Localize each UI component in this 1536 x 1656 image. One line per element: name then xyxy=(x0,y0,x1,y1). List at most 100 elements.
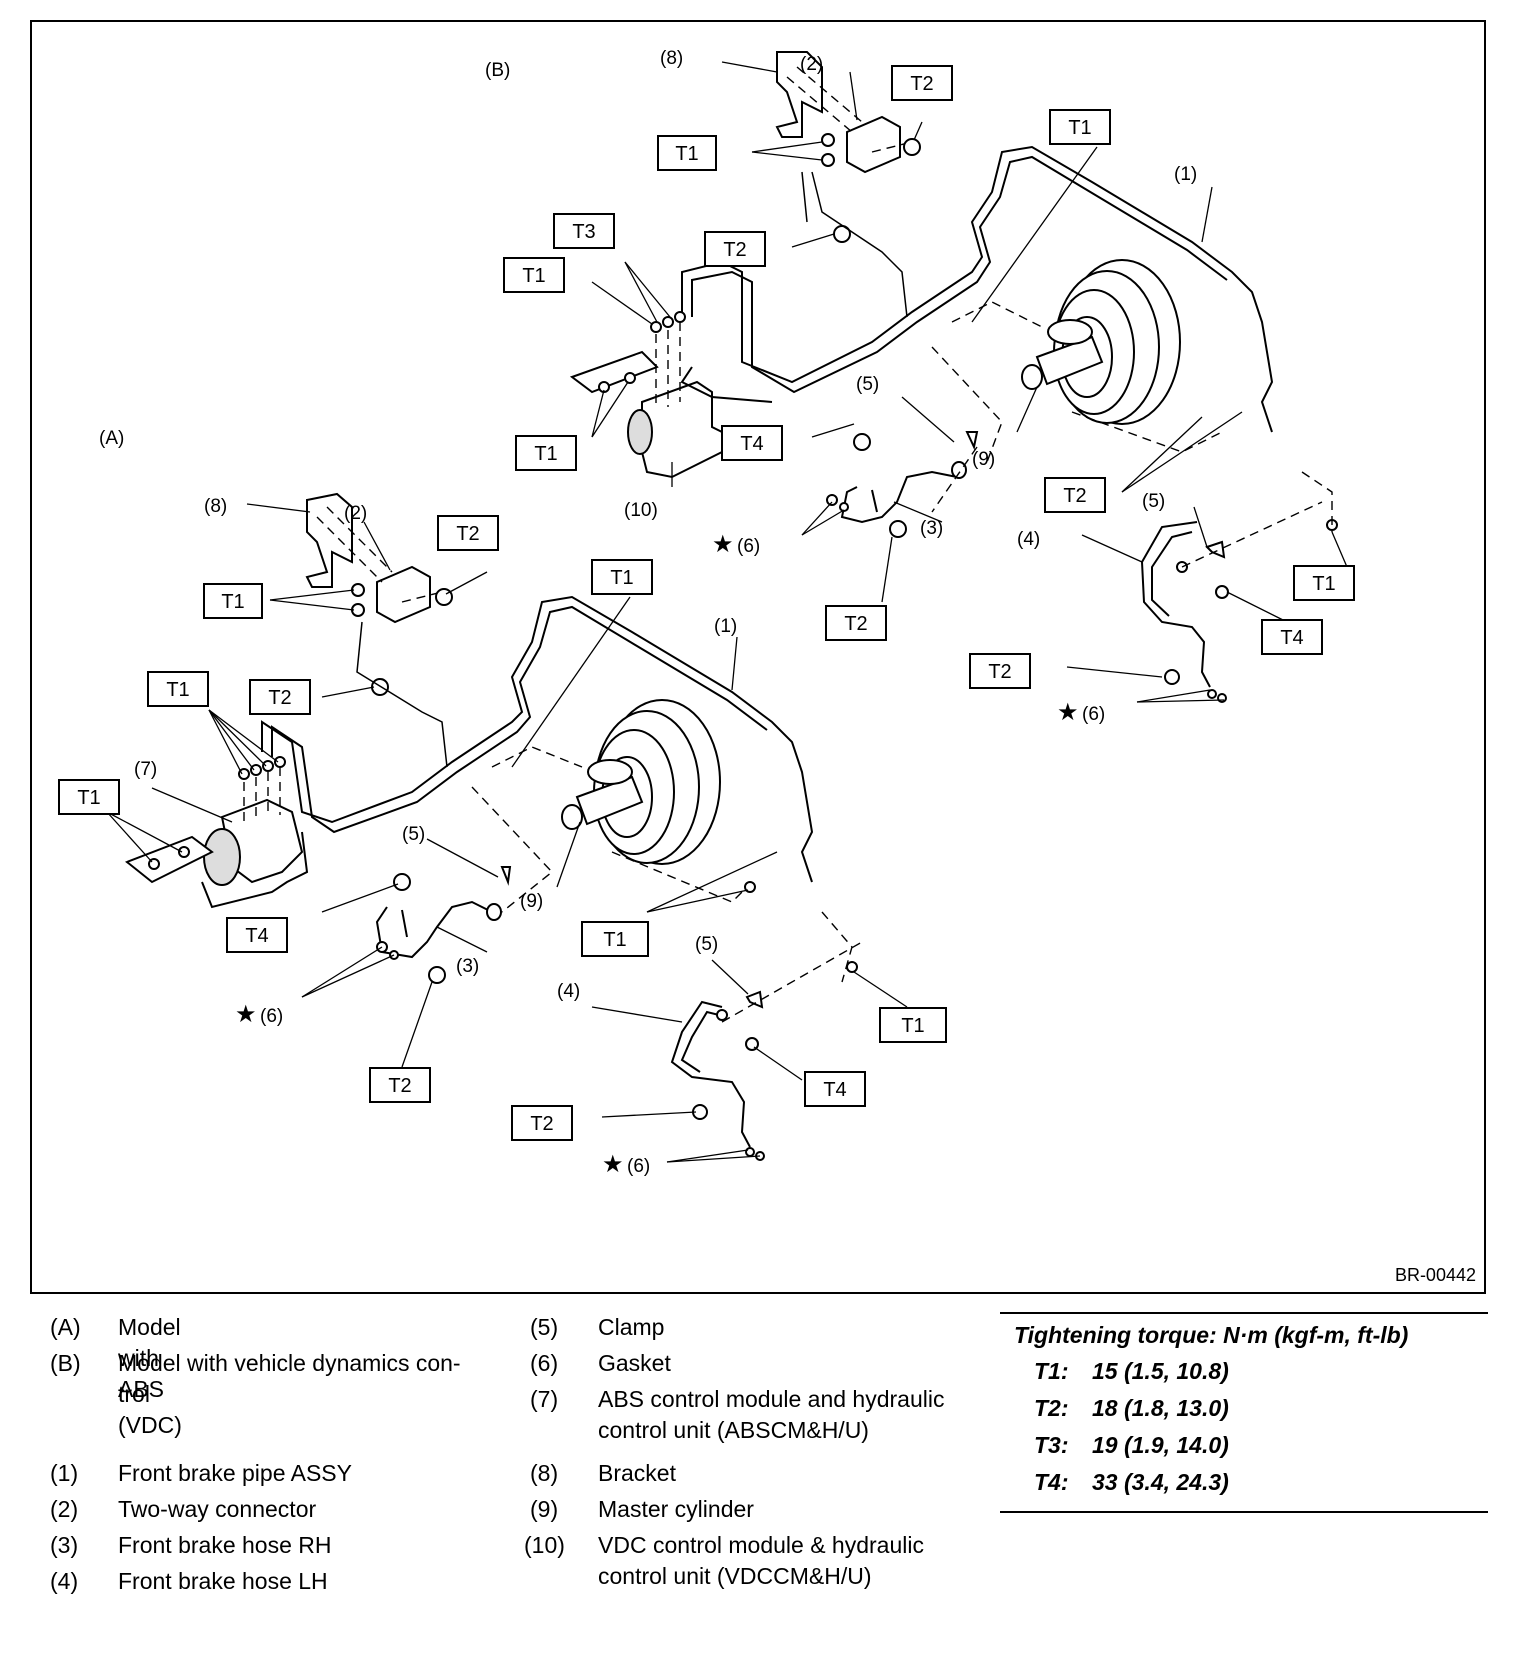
star-icon: ★ xyxy=(235,1001,257,1028)
torque-tag-t1: T1 xyxy=(581,921,649,957)
star-icon: ★ xyxy=(712,531,734,558)
svg-text:T2: T2 xyxy=(988,661,1011,683)
parts-legend: (A)Model with ABS (B)Model with vehicle … xyxy=(50,1314,945,1594)
bracket-a xyxy=(305,492,353,588)
torque-tag-t2: T2 xyxy=(825,605,887,641)
svg-text:T3: T3 xyxy=(572,221,595,243)
torque-tag-t4: T4 xyxy=(721,425,783,461)
master-cylinder-a xyxy=(561,759,644,830)
torque-tag-t4: T4 xyxy=(1261,619,1323,655)
svg-text:T1: T1 xyxy=(522,265,545,287)
svg-text:T2: T2 xyxy=(910,73,933,95)
label-6-a-bottom: (6) xyxy=(627,1156,650,1177)
torque-table: Tightening torque: N·m (kgf-m, ft-lb) T1… xyxy=(1000,1312,1488,1513)
svg-text:T4: T4 xyxy=(1280,627,1303,649)
bracket-b xyxy=(775,51,823,138)
label-8-b: (8) xyxy=(660,48,683,69)
label-3-a: (3) xyxy=(456,956,479,977)
front-brake-hose-rh-b xyxy=(840,470,958,524)
torque-row-t4: T4:33 (3.4, 24.3) xyxy=(1034,1469,1229,1495)
torque-tag-t1: T1 xyxy=(203,583,263,619)
torque-tag-t1: T1 xyxy=(591,559,653,595)
abs-model-group xyxy=(125,492,863,1161)
label-b: (B) xyxy=(485,60,510,81)
svg-text:T1: T1 xyxy=(901,1015,924,1037)
abs-control-unit xyxy=(125,756,304,886)
front-brake-pipe-b xyxy=(681,145,1274,433)
label-2-b: (2) xyxy=(800,54,823,75)
front-brake-pipe-a xyxy=(261,595,814,883)
torque-row-t2: T2:18 (1.8, 13.0) xyxy=(1034,1395,1229,1421)
svg-text:T2: T2 xyxy=(844,613,867,635)
svg-text:T1: T1 xyxy=(534,443,557,465)
svg-text:T4: T4 xyxy=(823,1079,846,1101)
torque-tag-t2: T2 xyxy=(969,653,1031,689)
torque-tag-t1: T1 xyxy=(1293,565,1355,601)
front-brake-hose-lh-b xyxy=(1140,521,1211,688)
label-9-b: (9) xyxy=(972,449,995,470)
front-brake-hose-rh-a xyxy=(375,900,493,959)
svg-text:T2: T2 xyxy=(268,687,291,709)
leader-lines xyxy=(106,61,1348,1163)
torque-tag-t1: T1 xyxy=(147,671,209,707)
brake-line-diagram: (B) (A) (8) (2) (1) (5) (9) (10) (3) (6)… xyxy=(58,48,1355,1178)
torque-tag-t2: T2 xyxy=(437,515,499,551)
diagram-frame: (B) (A) (8) (2) (1) (5) (9) (10) (3) (6)… xyxy=(30,20,1486,1294)
svg-text:T1: T1 xyxy=(610,567,633,589)
torque-tag-t4: T4 xyxy=(226,917,288,953)
label-7: (7) xyxy=(134,759,157,780)
two-way-connector-a xyxy=(376,565,431,624)
svg-text:T2: T2 xyxy=(530,1113,553,1135)
svg-text:T4: T4 xyxy=(245,925,268,947)
part-labels: (B) (A) (8) (2) (1) (5) (9) (10) (3) (6)… xyxy=(99,48,1197,1178)
label-1-b: (1) xyxy=(1174,164,1197,185)
torque-tag-t1: T1 xyxy=(879,1007,947,1043)
label-a: (A) xyxy=(99,428,124,449)
torque-row-t1: T1:15 (1.5, 10.8) xyxy=(1034,1358,1229,1384)
label-6-b-right: (6) xyxy=(1082,704,1105,725)
torque-tag-t1: T1 xyxy=(515,435,577,471)
svg-text:T1: T1 xyxy=(166,679,189,701)
label-5-a-lower: (5) xyxy=(695,934,718,955)
svg-text:T2: T2 xyxy=(388,1075,411,1097)
svg-text:T1: T1 xyxy=(1312,573,1335,595)
torque-tag-t3: T3 xyxy=(553,213,615,249)
svg-text:T1: T1 xyxy=(77,787,100,809)
star-icon: ★ xyxy=(1057,699,1079,726)
svg-text:T1: T1 xyxy=(1068,117,1091,139)
torque-tag-t1: T1 xyxy=(1049,109,1111,145)
brake-booster-a xyxy=(593,699,721,865)
torque-tag-t1: T1 xyxy=(657,135,717,171)
star-icon: ★ xyxy=(602,1151,624,1178)
svg-text:T1: T1 xyxy=(675,143,698,165)
label-8-a: (8) xyxy=(204,496,227,517)
figure-code: BR-00442 xyxy=(1394,1265,1476,1285)
label-6-a-left: (6) xyxy=(260,1006,283,1027)
svg-text:T2: T2 xyxy=(723,239,746,261)
torque-tag-t1: T1 xyxy=(503,257,565,293)
vdc-model-group xyxy=(569,51,1338,703)
label-9-a: (9) xyxy=(520,891,543,912)
label-5-b: (5) xyxy=(856,374,879,395)
front-brake-hose-lh-a xyxy=(670,1000,751,1148)
torque-tag-t2: T2 xyxy=(1044,477,1106,513)
svg-text:T1: T1 xyxy=(603,929,626,951)
svg-text:T4: T4 xyxy=(740,433,763,455)
two-way-connector-b xyxy=(846,115,901,174)
label-5-b-right: (5) xyxy=(1142,491,1165,512)
label-10: (10) xyxy=(624,500,658,521)
torque-title: Tightening torque: N·m (kgf-m, ft-lb) xyxy=(1014,1322,1409,1348)
torque-row-t3: T3:19 (1.9, 14.0) xyxy=(1034,1432,1229,1458)
svg-text:T2: T2 xyxy=(456,523,479,545)
label-2-a: (2) xyxy=(344,503,367,524)
label-4-b: (4) xyxy=(1017,529,1040,550)
torque-tag-t2: T2 xyxy=(704,231,766,267)
torque-tag-t2: T2 xyxy=(511,1105,573,1141)
label-6-b-center: (6) xyxy=(737,536,760,557)
svg-text:T2: T2 xyxy=(1063,485,1086,507)
torque-tag-t4: T4 xyxy=(804,1071,866,1107)
label-5-a: (5) xyxy=(402,824,425,845)
torque-tag-t2: T2 xyxy=(249,679,311,715)
torque-tag-t2: T2 xyxy=(891,65,953,101)
torque-tag-t1: T1 xyxy=(58,779,120,815)
